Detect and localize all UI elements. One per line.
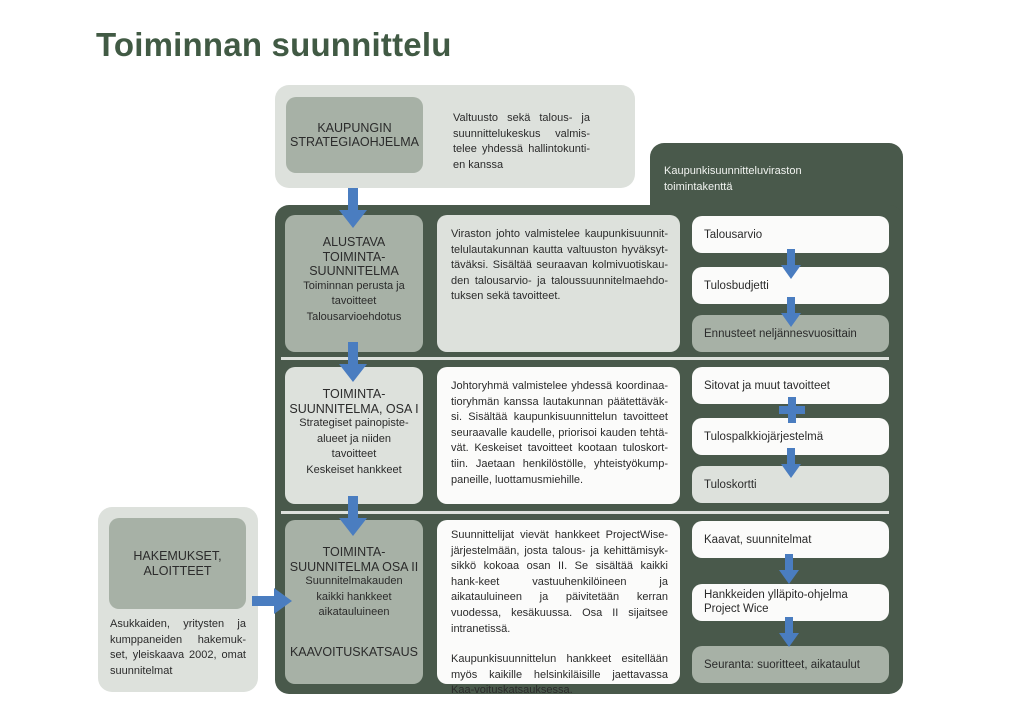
plan-part-1-head-2: SUUNNITELMA, OSA I: [289, 401, 419, 416]
preliminary-plan-box: ALUSTAVA TOIMINTA- SUUNNITELMA Toiminnan…: [285, 215, 423, 352]
arrow-tulospalkkio-to-tuloskortti-icon: [781, 448, 801, 478]
operating-area-label: Kaupunkisuunnitteluviraston toimintakent…: [664, 163, 894, 195]
plan-part-1-box: TOIMINTA- SUUNNITELMA, OSA I Strategiset…: [285, 367, 423, 504]
plan-part-2-head-2: SUUNNITELMA OSA II: [289, 559, 419, 574]
plan-part-1-sub-2: alueet ja niiden: [316, 432, 391, 445]
applications-description: Asukkaiden, yritysten ja kumppaneiden ha…: [110, 618, 246, 677]
plan-part-2-extra: KAAVOITUSKATSAUS: [289, 644, 419, 659]
plan-part-2-description-box: Suunnittelijat vievät hankkeet ProjectWi…: [437, 520, 680, 696]
item-hankkeiden-yllapito: Hankkeiden ylläpito-ohjelma Project Wice: [692, 584, 889, 621]
preliminary-plan-sub-2: tavoitteet: [331, 295, 377, 308]
item-seuranta: Seuranta: suoritteet, aikataulut: [692, 646, 889, 683]
item-tuloskortti: Tuloskortti: [692, 466, 889, 503]
preliminary-plan-head-1: ALUSTAVA: [322, 235, 386, 249]
preliminary-plan-head-2: TOIMINTA-: [322, 249, 386, 264]
item-kaavat-suunnitelmat: Kaavat, suunnitelmat: [692, 521, 889, 558]
arrow-preliminary-to-part1-icon: [339, 342, 367, 382]
arrow-talousarvio-to-tulosbudjetti-icon: [781, 249, 801, 279]
arrow-applications-to-part2-icon: [252, 588, 292, 614]
plan-part-1-sub-3: tavoitteet: [331, 448, 377, 461]
row-separator-2: [281, 511, 889, 514]
plan-part-2-head-1: TOIMINTA-: [322, 545, 386, 559]
preliminary-plan-description: Viraston johto valmistelee kaupunkisuunn…: [451, 228, 668, 303]
arrow-part1-to-part2-icon: [339, 496, 367, 536]
plan-part-2-description-2: Kaupunkisuunnittelun hankkeet esitellään…: [451, 653, 668, 697]
item-tulospalkkiojarjestelma: Tulospalkkiojärjestelmä: [692, 418, 889, 455]
plan-part-2-sub-3: aikatauluineen: [318, 606, 390, 619]
plan-part-2-box: TOIMINTA- SUUNNITELMA OSA II Suunnitelma…: [285, 520, 423, 684]
row-separator-1: [281, 357, 889, 360]
plan-part-2-sub-1: Suunnitelmakauden: [305, 575, 403, 587]
plan-part-1-description-box: Johtoryhmä valmistelee yhdessä koordinaa…: [437, 367, 680, 504]
arrow-strategy-to-preliminary-icon: [339, 188, 367, 228]
preliminary-plan-sub-3: Talousarvioehdotus: [306, 310, 402, 323]
applications-label-line2: ALOITTEET: [143, 563, 212, 578]
strategy-label-line1: KAUPUNGIN: [317, 120, 392, 135]
strategy-box: KAUPUNGIN STRATEGIAOHJELMA: [286, 97, 423, 173]
preliminary-plan-description-box: Viraston johto valmistelee kaupunkisuunn…: [437, 215, 680, 352]
item-hankkeiden-yllapito-line2: Project Wice: [704, 602, 769, 615]
plan-part-1-sub-4: Keskeiset hankkeet: [306, 463, 402, 476]
plan-part-2-description: Suunnittelijat vievät hankkeet ProjectWi…: [451, 529, 668, 635]
operating-area-label-line2: toimintakenttä: [664, 181, 733, 193]
plus-icon: [779, 397, 805, 423]
strategy-label-line2: STRATEGIAOHJELMA: [290, 135, 419, 149]
plan-part-1-description: Johtoryhmä valmistelee yhdessä koordinaa…: [451, 380, 668, 486]
page-title: Toiminnan suunnittelu: [96, 26, 452, 63]
applications-label-line1: HAKEMUKSET,: [133, 549, 222, 563]
plan-part-1-sub-1: Strategiset painopiste-: [299, 417, 409, 429]
preliminary-plan-sub-1: Toiminnan perusta ja: [303, 279, 405, 292]
preliminary-plan-head-3: SUUNNITELMA: [309, 264, 399, 278]
plan-part-1-head-1: TOIMINTA-: [322, 387, 386, 401]
arrow-hankkeet-to-seuranta-icon: [779, 617, 799, 647]
arrow-kaavat-to-hankkeet-icon: [779, 554, 799, 584]
plan-part-2-sub-2: kaikki hankkeet: [316, 590, 392, 603]
item-hankkeiden-yllapito-line1: Hankkeiden ylläpito-ohjelma: [704, 589, 848, 601]
item-talousarvio: Talousarvio: [692, 216, 889, 253]
strategy-description: Valtuusto sekä talous- ja suunnittelukes…: [453, 112, 590, 171]
applications-box: HAKEMUKSET, ALOITTEET: [109, 518, 246, 609]
arrow-tulosbudjetti-to-ennusteet-icon: [781, 297, 801, 327]
operating-area-label-line1: Kaupunkisuunnitteluviraston: [664, 165, 802, 177]
